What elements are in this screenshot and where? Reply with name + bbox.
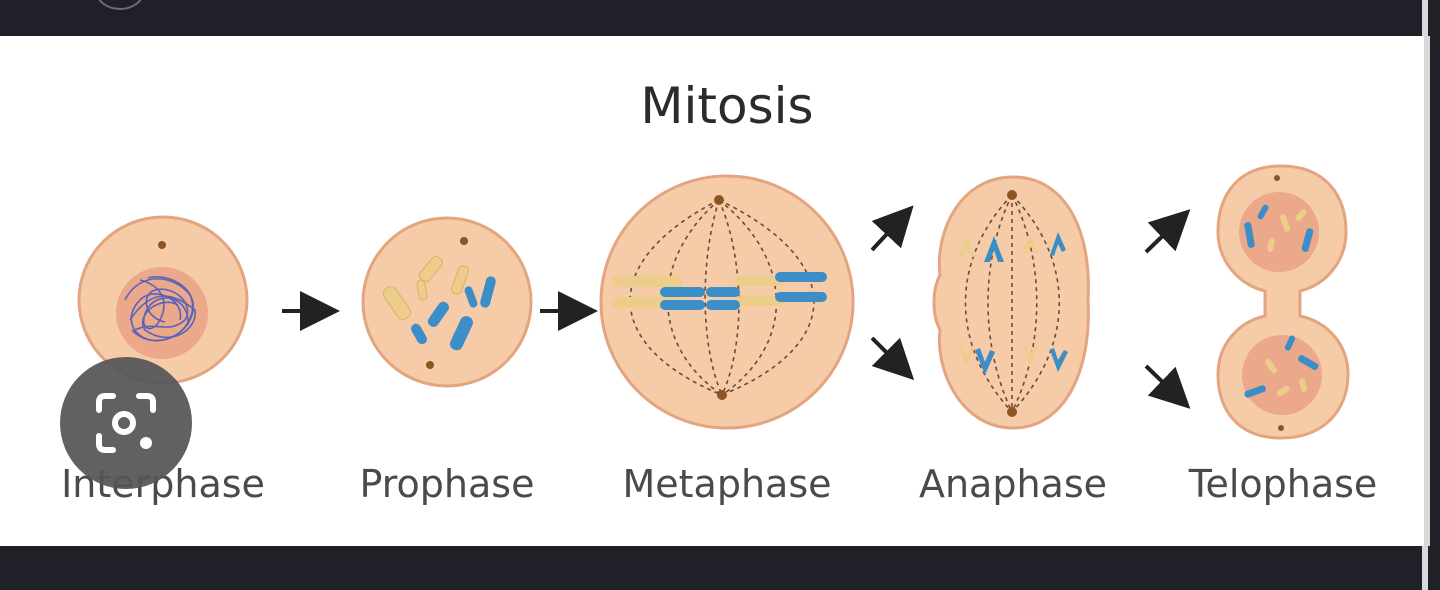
scrollbar[interactable] [1422,0,1428,36]
chromatin [124,276,196,342]
right-edge-bar [1424,36,1440,546]
bottom-dark-bar [0,546,1440,590]
chromosomes-tan [958,236,1038,366]
centrosome [1278,425,1284,431]
centrosome [717,390,727,400]
spindle-fibers [964,194,1060,413]
arrow-icon [870,205,914,252]
chromosomes-blue [411,276,496,351]
label-prophase: Prophase [360,462,535,506]
diagram-title: Mitosis [640,77,813,135]
centrosome [1007,407,1017,417]
label-telophase: Telophase [1188,462,1378,506]
top-dark-bar [0,0,1440,36]
chromosomes-blue [660,272,827,310]
centrosome [1007,190,1017,200]
nucleus [1242,335,1322,415]
chromosomes-blue [1244,204,1319,398]
chromosomes-tan [382,255,469,320]
scrollbar[interactable] [1422,546,1428,590]
scrollbar-track[interactable] [1424,36,1430,546]
chromosomes-blue [975,232,1068,375]
centrosome [460,237,468,245]
arrow-icon [1144,209,1191,254]
centrosome [426,361,434,369]
label-anaphase: Anaphase [919,462,1107,506]
chromosomes-tan [1265,208,1308,396]
centrosome [714,195,724,205]
cell-telophase [1216,164,1350,440]
lens-search-button[interactable] [60,357,192,489]
centrosome [158,241,166,249]
arrow-icon [1144,364,1191,409]
lens-search-icon [96,393,156,453]
centrosome [1274,175,1280,181]
cell-interphase [77,215,249,385]
cell-anaphase [932,175,1090,430]
cell-metaphase [599,174,855,430]
cell-prophase [361,216,533,388]
label-metaphase: Metaphase [622,462,831,506]
chromosomes-tan [612,276,785,308]
nucleus [1239,192,1319,272]
arrow-icon [870,336,915,381]
